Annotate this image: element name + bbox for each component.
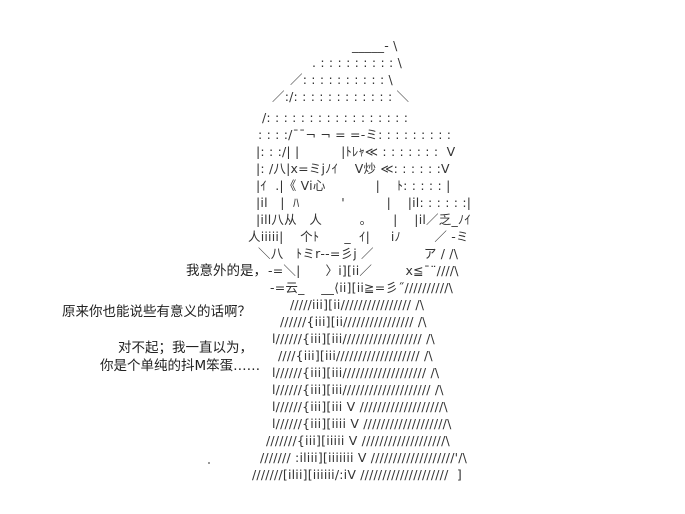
ascii-art-line: |ｲ .|《 Vi心 | ﾄ: : : : : | [256,178,451,193]
ascii-art-line: /: : : : : : : : : : : : : : : : : [262,110,409,125]
ascii-art-line: ////{iii][iii/////////////////// /\ [278,348,433,363]
ascii-art-line: ///////[ilii][iiiiii/:iV ///////////////… [252,467,462,482]
ascii-art-line: l//////{iii][iiii V ///////////////////\ [272,416,452,431]
ascii-art-line: l//////{iii][iii/////////////////// /\ [272,365,440,380]
ascii-art-line: ／:/: : : : : : : : : : : : ＼ [272,89,410,104]
ascii-art-line: l//////{iii][iii//////////////////// /\ [272,382,444,397]
ascii-art-line: 人iiiii| 个ﾄ _ ｲ| iﾉ ／ ‐ミ [248,229,469,244]
ascii-art-line: /////iii][ii//////////////// /\ [290,297,425,312]
ascii-art-line: : : : :/¯¯¬ ¬ = =-ミ: : : : : : : : : [258,127,452,142]
stray-dot [208,462,210,464]
dialogue-line-2: 原来你也能说些有意义的话啊？ [62,304,251,320]
ascii-art-line: /////// :iliii][iiiiiii V //////////////… [260,450,468,465]
ascii-art-line: |ill八从 人 。 | |il／乏_ﾉｲ [256,212,471,227]
ascii-art-line: ‐=云_ __⟨ii][ii≧=彡˝//////////\ [270,280,454,295]
ascii-art-line: ＼八 ﾄミr‐‐=彡j ／ ア / /\ [258,246,459,261]
ascii-art-line: l//////{iii][iii V ///////////////////\ [272,399,448,414]
dialogue-line-1: 我意外的是， [186,263,267,279]
ascii-art-line: ‐=＼| 〉i][ii／ x≦¯¨////\ [268,263,459,278]
ascii-art-line: _____- \ [352,38,398,53]
dialogue-line-4: 你是个单纯的抖M笨蛋…… [100,358,261,374]
ascii-art-line: ／: : : : : : : : : : \ [290,72,393,87]
ascii-art-line: |: : :/| | |ﾄﾚｬ≪ : : : : : : : V [256,144,456,159]
ascii-art-line: ///////{iii][iiiii V ///////////////////… [266,433,450,448]
dialogue-line-3: 对不起；我一直以为， [118,340,253,356]
ascii-art-line: //////{iii][ii//////////////// /\ [280,314,427,329]
ascii-art-line: |: /八|x=ミjﾉｲ V炒 ≪: : : : : :V [256,161,450,176]
ascii-art-line: |il | ﾊ ' | |il: : : : : :| [256,195,472,210]
ascii-art-line: . : : : : : : : : : \ [312,55,403,70]
ascii-art-line: l//////{iii][iii////////////////// /\ [272,331,435,346]
